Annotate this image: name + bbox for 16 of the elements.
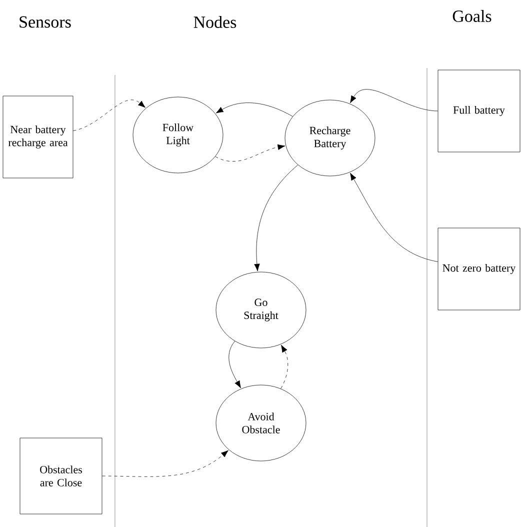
column-heading: Nodes (194, 16, 236, 28)
condition-box: Full battery (438, 70, 520, 152)
arrow (216, 102, 293, 117)
column-heading: Sensors (20, 16, 71, 28)
condition-box: Not zero battery (438, 228, 520, 310)
condition-box: Obstacles are Close (20, 438, 102, 514)
arrow (254, 164, 298, 272)
arrow (350, 89, 438, 112)
arrow (73, 100, 146, 131)
condition-box: Near battery recharge area (2, 96, 74, 178)
arrow (228, 340, 241, 388)
arrow (350, 172, 438, 262)
arrow (102, 450, 228, 477)
arrow (215, 144, 286, 162)
column-heading: Goals (452, 10, 492, 22)
arrow (280, 344, 288, 389)
